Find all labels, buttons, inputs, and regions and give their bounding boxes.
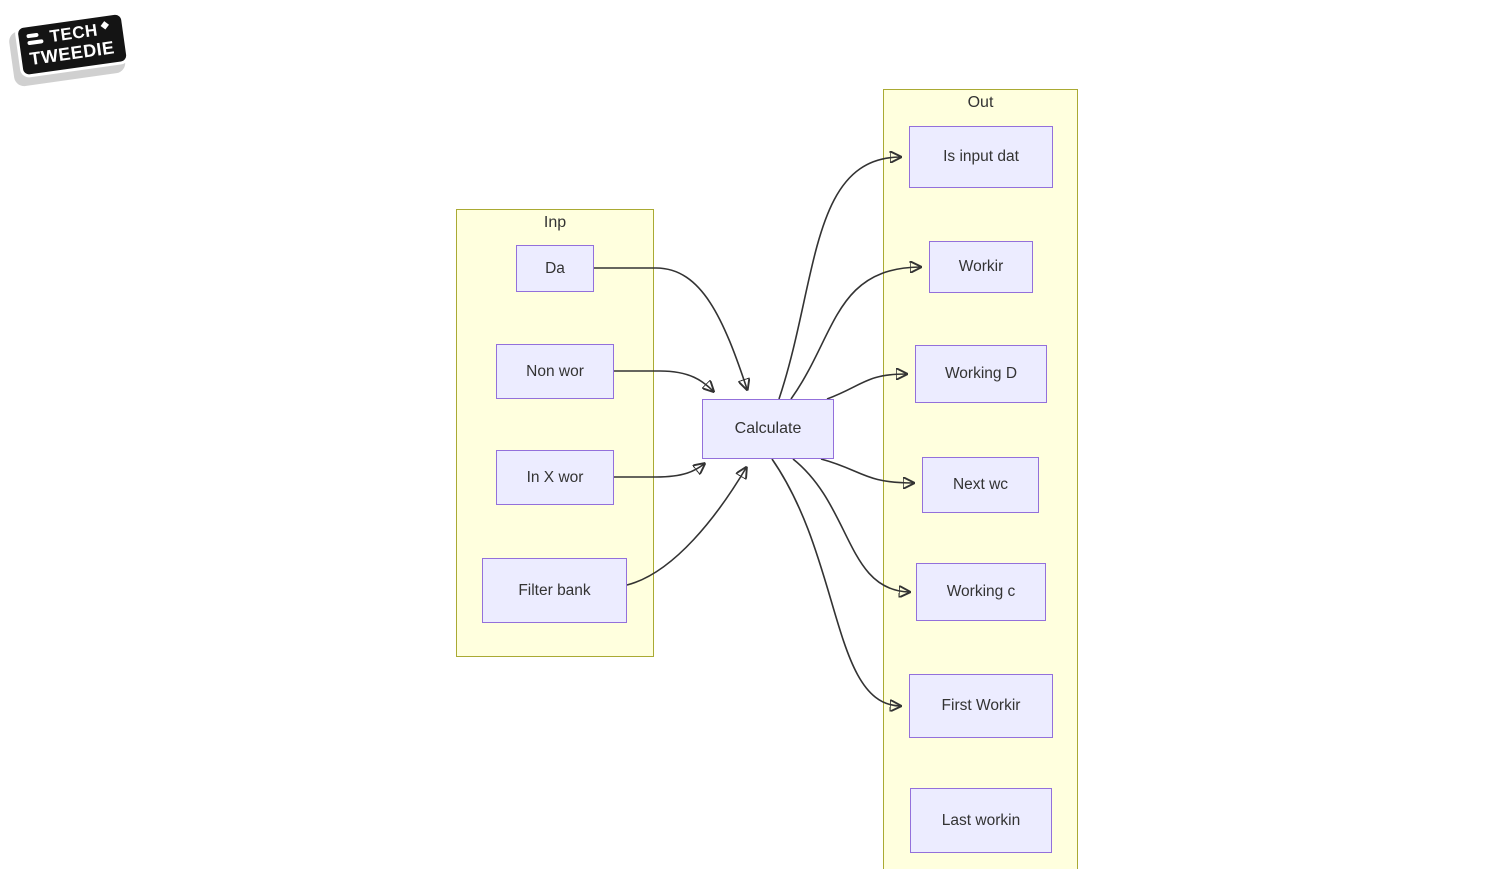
node-last-working: Last workin [910, 788, 1052, 853]
node-date: Da [516, 245, 594, 292]
node-first-working: First Workir [909, 674, 1053, 738]
node-non-working: Non wor [496, 344, 614, 399]
node-calculate: Calculate [702, 399, 834, 459]
tech-tweedie-logo: TECH TWEEDIE [14, 10, 130, 79]
group-output-title: Out [967, 94, 994, 111]
node-next-working: Next wc [922, 457, 1039, 513]
menu-icon [26, 32, 44, 46]
edge-calculate-is-input-date [778, 157, 900, 400]
node-working: Workir [929, 241, 1033, 293]
diamond-icon [100, 20, 110, 30]
node-in-x-working: In X wor [496, 450, 614, 505]
node-working-days: Working D [915, 345, 1047, 403]
group-input-title: Inp [543, 214, 567, 231]
edge-calculate-first-working [771, 458, 900, 706]
node-working-c: Working c [916, 563, 1046, 621]
node-filter-bank: Filter bank [482, 558, 627, 623]
node-is-input-date: Is input dat [909, 126, 1053, 188]
